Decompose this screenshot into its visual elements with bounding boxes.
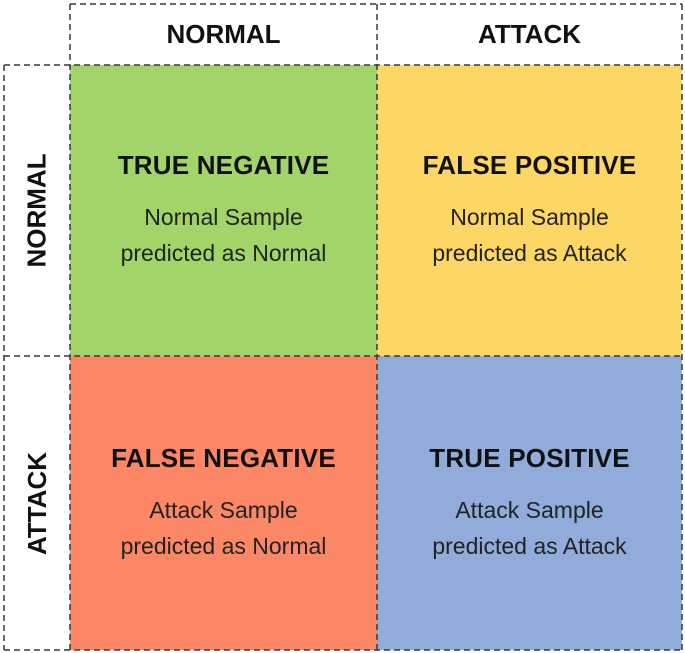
cell-false-negative-line-1: Attack Sample [149,496,298,523]
cell-false-positive-line-2: predicted as Attack [432,240,627,266]
cell-true-negative-line-1: Normal Sample [144,204,303,230]
row-header-attack-label: ATTACK [21,451,52,555]
cell-true-positive-line-1: Attack Sample [455,496,604,523]
row-header-normal-label: NORMAL [21,153,52,268]
column-header-normal-label: NORMAL [166,19,281,49]
cell-true-positive-line-2: predicted as Attack [432,532,627,559]
row-header-attack: ATTACK [4,356,70,650]
cell-true-negative: TRUE NEGATIVE Normal Sample predicted as… [70,65,377,356]
row-header-normal: NORMAL [4,65,70,356]
cell-true-positive: TRUE POSITIVE Attack Sample predicted as… [377,356,682,650]
cell-false-negative: FALSE NEGATIVE Attack Sample predicted a… [70,356,377,650]
cell-false-negative-title: FALSE NEGATIVE [111,442,336,473]
cell-false-negative-line-2: predicted as Normal [120,532,327,559]
column-header-normal: NORMAL [70,4,377,65]
cell-true-negative-title: TRUE NEGATIVE [117,150,330,180]
cell-false-positive-title: FALSE POSITIVE [422,150,637,180]
cell-false-positive-line-1: Normal Sample [450,204,609,230]
column-header-attack: ATTACK [377,4,682,65]
column-header-attack-label: ATTACK [477,19,581,49]
cell-true-negative-line-2: predicted as Normal [120,240,327,266]
cell-true-positive-title: TRUE POSITIVE [429,442,630,473]
cell-false-positive: FALSE POSITIVE Normal Sample predicted a… [377,65,682,356]
